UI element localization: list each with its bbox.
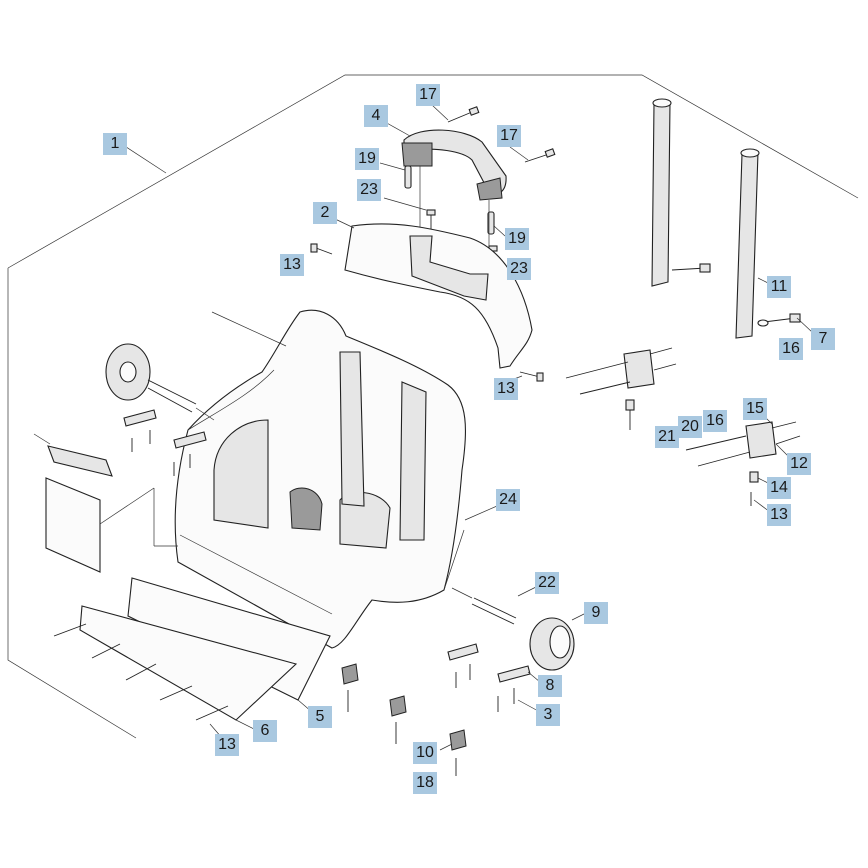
callout-21: 21	[655, 426, 679, 448]
callout-22: 22	[535, 572, 559, 594]
callout-18: 18	[413, 772, 437, 794]
callout-9: 9	[584, 602, 608, 624]
callout-6: 6	[253, 720, 277, 742]
callout-13-upper-right: 13	[494, 378, 518, 400]
callout-2: 2	[313, 202, 337, 224]
callout-17-right: 17	[497, 125, 521, 147]
upper-cover	[332, 217, 533, 369]
screw-17-top	[431, 104, 480, 123]
screw-17-right	[509, 146, 556, 163]
callout-20: 20	[678, 416, 702, 438]
clips-bottom	[341, 663, 467, 776]
callout-5: 5	[308, 706, 332, 728]
callout-11: 11	[767, 276, 791, 298]
axle	[451, 585, 539, 625]
callout-4: 4	[364, 105, 388, 127]
callout-1: 1	[103, 133, 127, 155]
callout-24: 24	[496, 489, 520, 511]
main-housing	[174, 309, 498, 649]
callout-17-top: 17	[416, 84, 440, 106]
wheel-right	[529, 612, 587, 671]
callout-13-hinge: 13	[767, 504, 791, 526]
rail-tube-left	[651, 98, 711, 287]
callout-7: 7	[811, 328, 835, 350]
trim-strip-6	[79, 605, 298, 731]
callout-13-upper-left: 13	[280, 254, 304, 276]
callout-12: 12	[787, 453, 811, 475]
side-panel	[45, 477, 178, 573]
callout-23-left: 23	[357, 179, 381, 201]
assembly-boundary-left	[7, 268, 137, 739]
clips-left	[123, 409, 207, 476]
callout-23-right: 23	[507, 258, 531, 280]
screw-13-upper-right	[513, 371, 544, 382]
bracket-plate	[33, 433, 113, 477]
pin-19-left	[379, 162, 412, 189]
callout-13-bottom: 13	[215, 734, 239, 756]
handle	[384, 121, 507, 201]
leader-1	[119, 142, 167, 174]
callout-10: 10	[413, 742, 437, 764]
assembly-boundary	[7, 74, 859, 269]
callout-15: 15	[743, 398, 767, 420]
hinge-bracket-upper	[565, 347, 677, 430]
callout-3: 3	[536, 704, 560, 726]
callout-19-left: 19	[355, 148, 379, 170]
strip-screws	[53, 623, 229, 739]
callout-16-hinge: 16	[703, 410, 727, 432]
clips-right	[447, 643, 541, 713]
screw-13-upper-left	[310, 243, 333, 255]
pin-19-right	[487, 211, 506, 237]
callout-19-right: 19	[505, 228, 529, 250]
callout-14: 14	[767, 477, 791, 499]
rail-tube-right	[735, 148, 813, 339]
callout-16-rail: 16	[779, 338, 803, 360]
wheel-left	[105, 343, 215, 421]
hinge-bracket-lower	[685, 417, 801, 513]
callout-8: 8	[538, 675, 562, 697]
